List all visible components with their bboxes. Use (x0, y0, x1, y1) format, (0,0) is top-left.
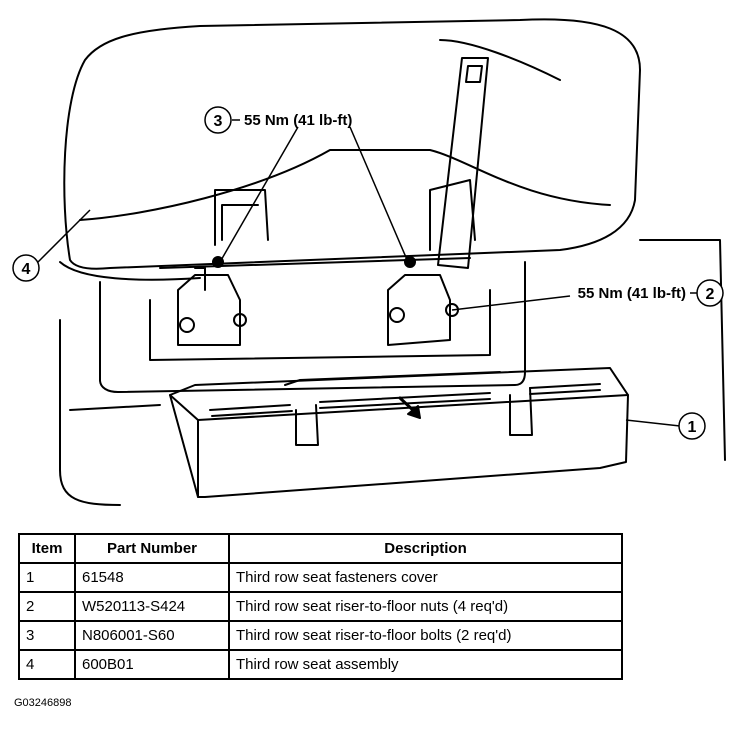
callout-1-number: 1 (688, 419, 697, 436)
seat-riser-panel (99, 261, 526, 393)
release-strap (437, 57, 489, 269)
header-part-number: Part Number (74, 533, 230, 564)
header-item: Item (18, 533, 76, 564)
left-seat-latch (177, 189, 269, 346)
cell-description: Third row seat riser-to-floor bolts (2 r… (228, 620, 623, 651)
seat-diagram: 3 55 Nm (41 lb-ft) 2 55 Nm (41 lb-ft) 4 … (12, 18, 726, 506)
cell-description: Third row seat assembly (228, 649, 623, 680)
callout-3-number: 3 (214, 113, 223, 130)
parts-table: Item Part Number Description 1 61548 Thi… (18, 533, 623, 680)
header-description: Description (228, 533, 623, 564)
figure-id: G03246898 (14, 697, 72, 709)
cell-item: 1 (18, 562, 76, 593)
table-row: 1 61548 Third row seat fasteners cover (18, 562, 623, 593)
cell-item: 4 (18, 649, 76, 680)
cell-part-number: 61548 (74, 562, 230, 593)
cell-part-number: W520113-S424 (74, 591, 230, 622)
table-row: 3 N806001-S60 Third row seat riser-to-fl… (18, 620, 623, 651)
cell-item: 3 (18, 620, 76, 651)
callout-4-number: 4 (22, 261, 31, 278)
cell-item: 2 (18, 591, 76, 622)
table-row: 4 600B01 Third row seat assembly (18, 649, 623, 680)
table-header-row: Item Part Number Description (18, 533, 623, 564)
callout-2-number: 2 (706, 286, 715, 303)
cell-part-number: 600B01 (74, 649, 230, 680)
table-row: 2 W520113-S424 Third row seat riser-to-f… (18, 591, 623, 622)
callout-2-torque: 55 Nm (41 lb-ft) (578, 285, 686, 302)
cell-description: Third row seat riser-to-floor nuts (4 re… (228, 591, 623, 622)
right-seat-latch (387, 57, 489, 346)
cell-description: Third row seat fasteners cover (228, 562, 623, 593)
cell-part-number: N806001-S60 (74, 620, 230, 651)
callout-3-torque: 55 Nm (41 lb-ft) (244, 112, 352, 129)
seat-cushion (63, 18, 641, 270)
